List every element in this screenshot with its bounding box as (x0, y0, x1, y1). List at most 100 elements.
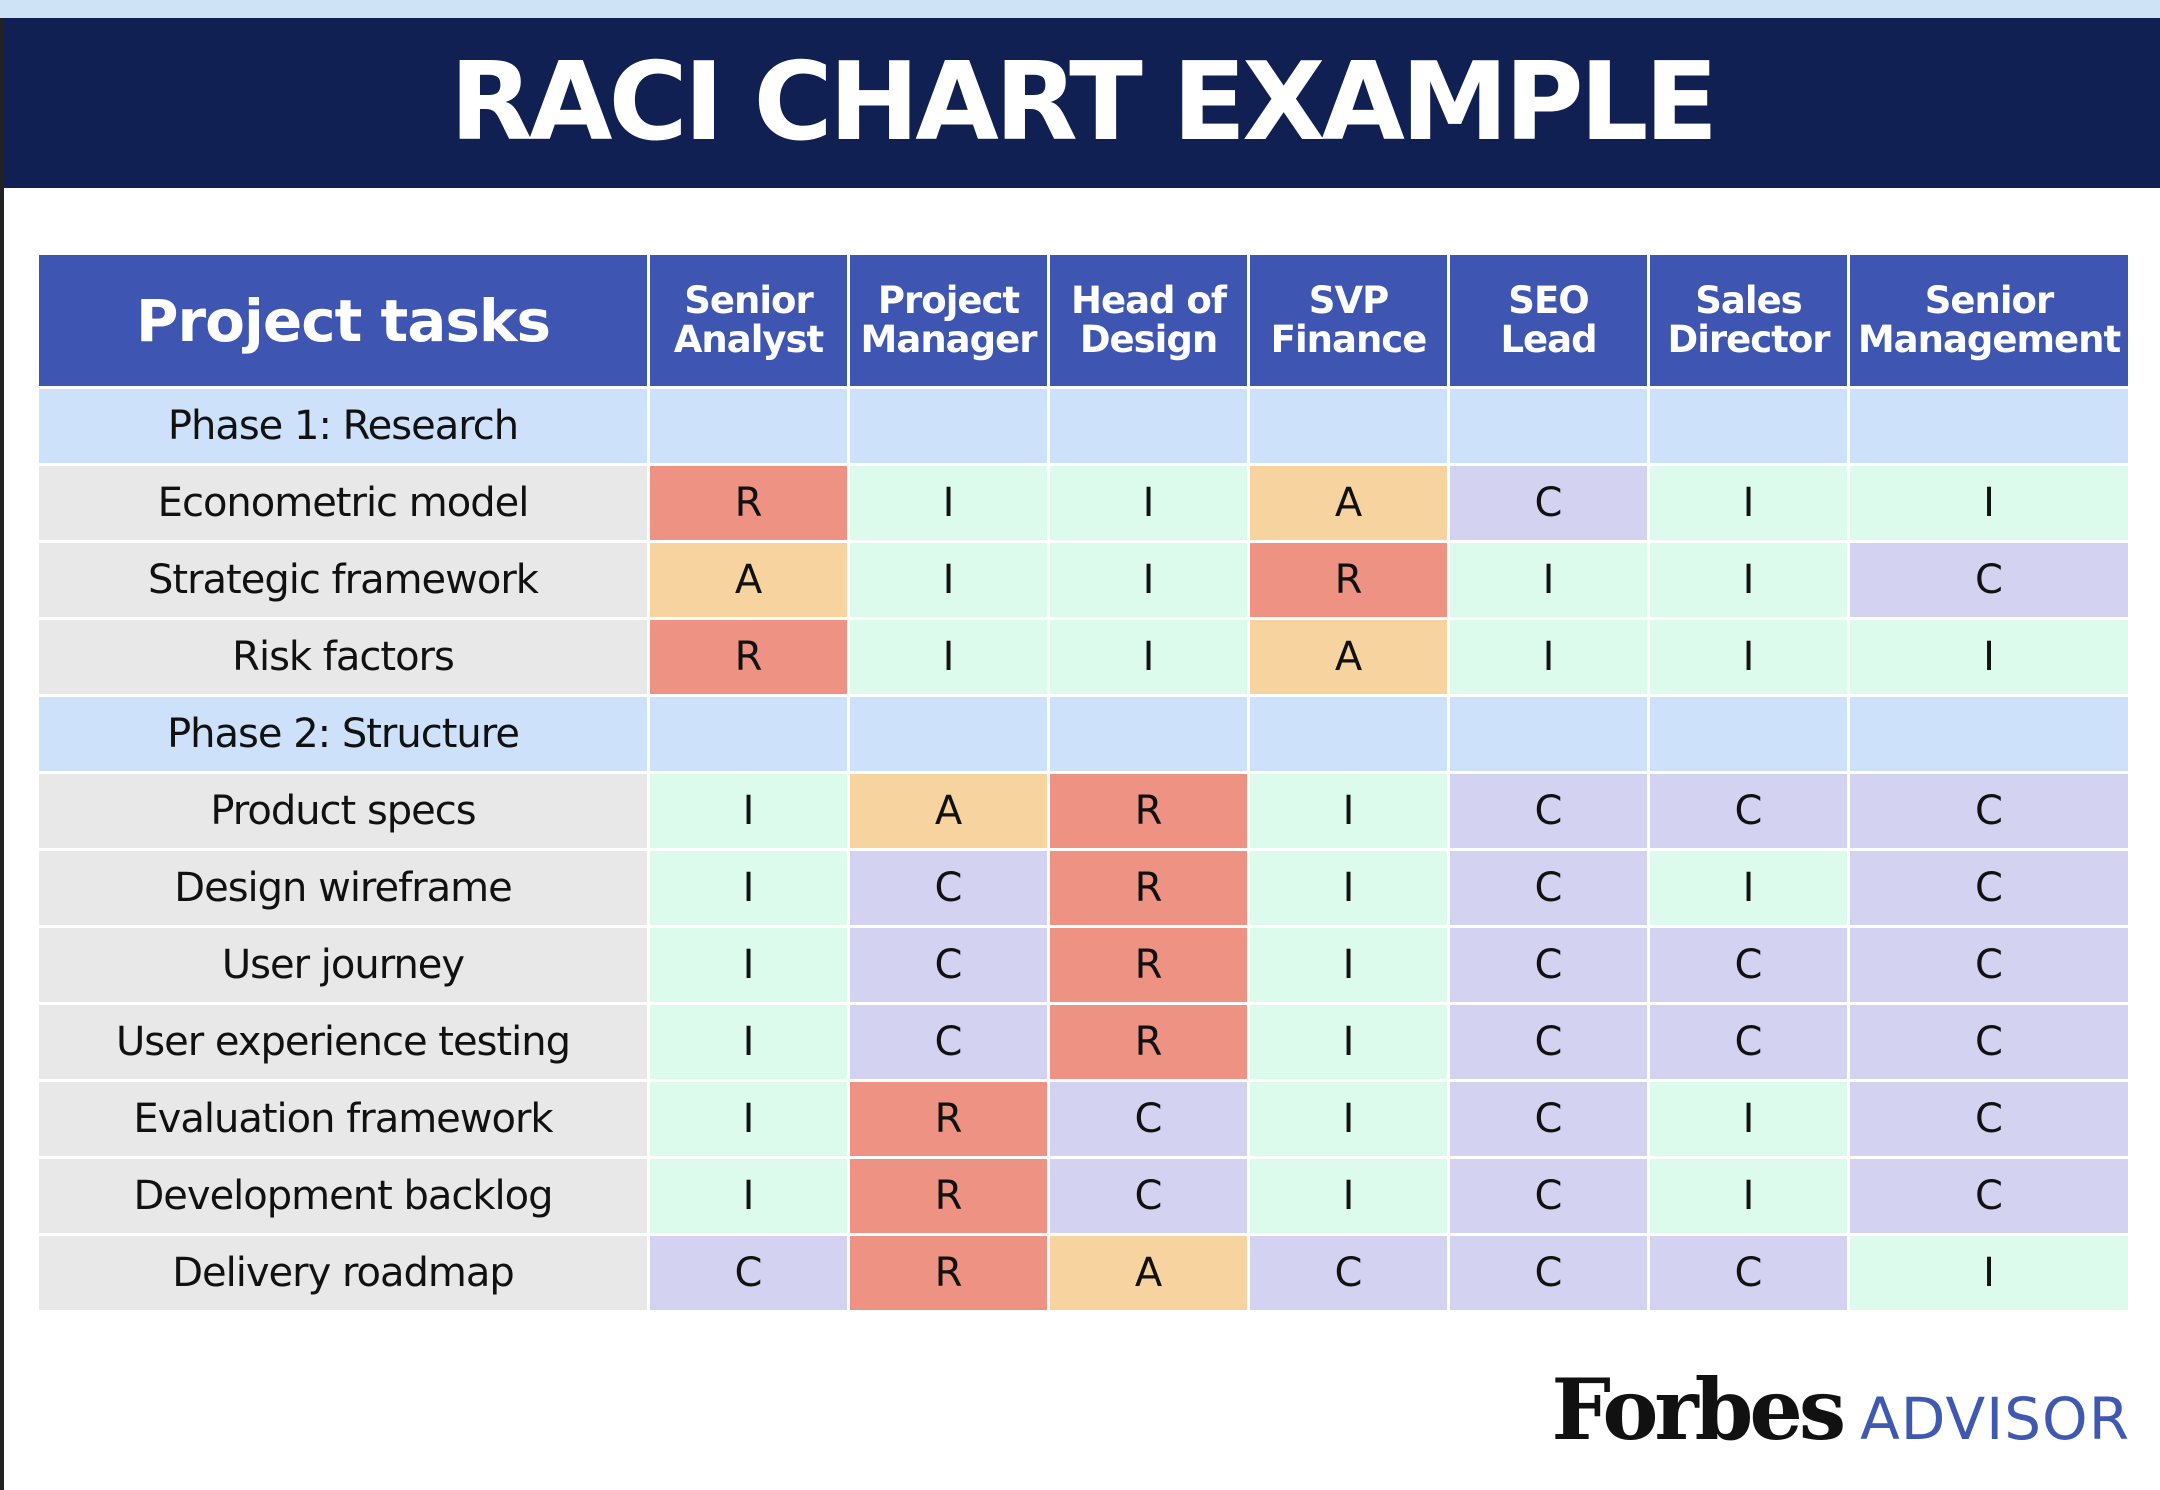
raci-cell: I (650, 1082, 847, 1156)
header-label-line: SVP (1308, 278, 1389, 322)
raci-cell: C (1850, 928, 2128, 1002)
task-label: User journey (39, 928, 647, 1002)
raci-cell: C (850, 928, 1047, 1002)
header-label-line: Project tasks (136, 286, 551, 355)
raci-cell: C (1450, 1159, 1647, 1233)
phase-blank-cell (1050, 697, 1247, 771)
raci-cell: C (1450, 1005, 1647, 1079)
raci-cell: C (850, 1005, 1047, 1079)
raci-cell: R (1050, 1005, 1247, 1079)
raci-cell: C (1450, 851, 1647, 925)
phase-blank-cell (1650, 389, 1847, 463)
raci-cell: A (850, 774, 1047, 848)
task-label: Delivery roadmap (39, 1236, 647, 1310)
phase-blank-cell (1450, 389, 1647, 463)
phase-blank-cell (850, 389, 1047, 463)
header-label-line: Lead (1500, 317, 1597, 361)
raci-cell: A (1250, 620, 1447, 694)
left-edge (0, 18, 4, 1490)
raci-cell: A (1050, 1236, 1247, 1310)
task-label: Evaluation framework (39, 1082, 647, 1156)
raci-cell: R (1050, 774, 1247, 848)
raci-cell: C (1850, 543, 2128, 617)
phase-row: Phase 2: Structure (39, 697, 2128, 771)
raci-cell: C (1850, 1159, 2128, 1233)
header-label-line: Finance (1270, 317, 1428, 361)
raci-cell: C (1850, 1082, 2128, 1156)
header-label-line: Director (1667, 317, 1830, 361)
raci-cell: I (1050, 466, 1247, 540)
raci-cell: C (1450, 1236, 1647, 1310)
raci-cell: I (1450, 620, 1647, 694)
task-label: Development backlog (39, 1159, 647, 1233)
raci-cell: R (1050, 928, 1247, 1002)
raci-cell: I (1250, 1159, 1447, 1233)
phase-blank-cell (1250, 697, 1447, 771)
logo-forbes: Forbes (1551, 1360, 1846, 1459)
raci-cell: I (1050, 543, 1247, 617)
raci-cell: C (1450, 774, 1647, 848)
raci-cell: C (1450, 466, 1647, 540)
phase-label: Phase 2: Structure (39, 697, 647, 771)
phase-label: Phase 1: Research (39, 389, 647, 463)
header-label-line: Manager (860, 317, 1038, 361)
raci-cell: I (650, 774, 847, 848)
header-label-line: SEO (1508, 278, 1589, 322)
raci-cell: C (650, 1236, 847, 1310)
raci-cell: I (1250, 1082, 1447, 1156)
raci-cell: I (1650, 620, 1847, 694)
raci-cell: C (1650, 1236, 1847, 1310)
logo-advisor: ADVISOR (1860, 1385, 2130, 1453)
raci-cell: C (1850, 851, 2128, 925)
raci-cell: I (650, 1005, 847, 1079)
raci-cell: C (850, 851, 1047, 925)
raci-cell: I (1250, 851, 1447, 925)
raci-cell: R (1250, 543, 1447, 617)
raci-cell: I (1850, 466, 2128, 540)
header-label-line: Management (1857, 317, 2121, 361)
raci-cell: C (1450, 1082, 1647, 1156)
raci-cell: R (650, 466, 847, 540)
phase-blank-cell (850, 697, 1047, 771)
raci-cell: R (650, 620, 847, 694)
raci-cell: I (850, 620, 1047, 694)
task-label: User experience testing (39, 1005, 647, 1079)
header-label-line: Project (877, 278, 1020, 322)
raci-cell: C (1450, 928, 1647, 1002)
raci-cell: A (1250, 466, 1447, 540)
phase-blank-cell (1250, 389, 1447, 463)
raci-cell: I (850, 466, 1047, 540)
raci-cell: I (1850, 620, 2128, 694)
header-label-line: Head of (1071, 278, 1227, 322)
phase-blank-cell (1850, 697, 2128, 771)
raci-cell: C (1850, 1005, 2128, 1079)
raci-cell: C (1650, 928, 1847, 1002)
raci-cell: C (1650, 1005, 1847, 1079)
raci-cell: R (850, 1159, 1047, 1233)
phase-blank-cell (1650, 697, 1847, 771)
phase-blank-cell (1050, 389, 1247, 463)
task-label: Risk factors (39, 620, 647, 694)
task-label: Design wireframe (39, 851, 647, 925)
raci-cell: I (1050, 620, 1247, 694)
phase-blank-cell (650, 697, 847, 771)
title-banner: RACI CHART EXAMPLE (4, 18, 2160, 188)
forbes-advisor-logo: Forbes ADVISOR (1551, 1360, 2130, 1459)
raci-cell: I (650, 928, 847, 1002)
raci-cell: C (1050, 1082, 1247, 1156)
raci-cell: I (1450, 543, 1647, 617)
